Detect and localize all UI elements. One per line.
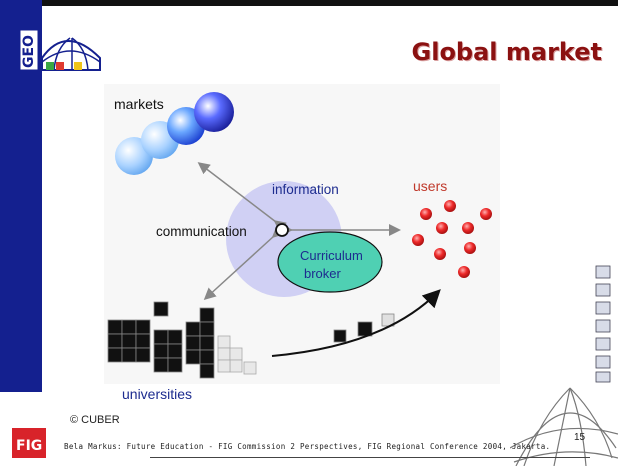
user-dot bbox=[444, 200, 456, 212]
user-dot bbox=[420, 208, 432, 220]
footer-citation: Bela Markus: Future Education - FIG Comm… bbox=[64, 442, 551, 451]
top-border bbox=[0, 0, 618, 6]
user-dot bbox=[434, 248, 446, 260]
geo-logo: GEO bbox=[20, 29, 101, 71]
markets-label: markets bbox=[114, 96, 164, 112]
copyright-notice: © CUBER bbox=[70, 414, 120, 426]
user-dots bbox=[412, 200, 492, 278]
university-blocks-light bbox=[217, 335, 257, 375]
geo-logo-text: GEO bbox=[21, 35, 37, 68]
user-dot bbox=[458, 266, 470, 278]
market-sphere bbox=[194, 92, 234, 132]
footer-divider bbox=[150, 457, 590, 458]
universities-label: universities bbox=[122, 386, 193, 402]
communication-label: communication bbox=[156, 224, 247, 239]
global-market-diagram: Curriculum broker bbox=[104, 84, 500, 384]
user-dot bbox=[464, 242, 476, 254]
slide-title: Global market bbox=[411, 38, 602, 66]
page-number: 15 bbox=[574, 432, 586, 443]
curriculum-broker-ellipse bbox=[277, 231, 383, 293]
market-spheres bbox=[115, 92, 234, 175]
left-sidebar bbox=[0, 0, 42, 466]
side-icon-strip bbox=[595, 265, 611, 383]
globe-watermark-icon bbox=[510, 387, 618, 466]
user-dot bbox=[462, 222, 474, 234]
fig-logo-text: FIG bbox=[16, 438, 42, 454]
users-label: users bbox=[413, 178, 448, 194]
connection-arrows bbox=[197, 162, 401, 301]
user-dot bbox=[480, 208, 492, 220]
moving-blocks bbox=[333, 313, 395, 343]
information-label: information bbox=[272, 182, 339, 197]
user-dot bbox=[436, 222, 448, 234]
flow-arrow bbox=[271, 289, 441, 357]
fig-logo: FIG bbox=[12, 428, 46, 458]
broker-label-line1: Curriculum bbox=[300, 248, 363, 263]
user-dot bbox=[412, 234, 424, 246]
center-node bbox=[275, 223, 289, 237]
university-blocks bbox=[107, 301, 215, 379]
broker-label-line2: broker bbox=[304, 266, 342, 281]
